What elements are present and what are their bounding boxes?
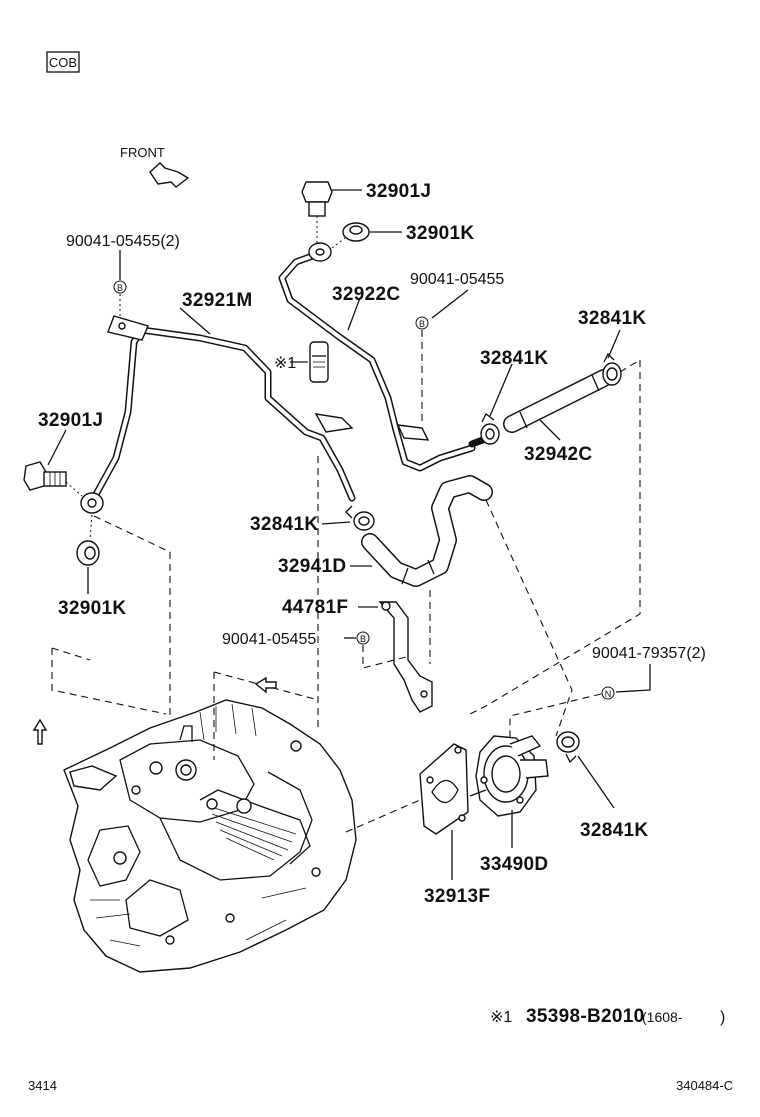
svg-text:B: B: [117, 283, 123, 293]
footer-right: 340484-C: [676, 1078, 733, 1093]
hose-32941D[interactable]: [361, 475, 493, 587]
clip-b-lower[interactable]: B: [356, 631, 370, 645]
callout-32901J-left: 32901J: [38, 410, 103, 431]
footnote-part: 35398-B2010: [526, 1006, 644, 1027]
callout-32901K-left: 32901K: [58, 598, 126, 619]
callout-33490D: 33490D: [480, 854, 548, 875]
clip-b-left[interactable]: B: [113, 280, 127, 294]
bracket-44781F[interactable]: [378, 601, 433, 713]
hose-clamp-d[interactable]: [556, 731, 580, 764]
footnote: ※1 35398-B2010 (1608- ): [490, 1006, 725, 1027]
hose-clamp-b[interactable]: [480, 413, 500, 445]
callout-32942C: 32942C: [524, 444, 592, 465]
union-bolt-left[interactable]: [23, 461, 67, 491]
svg-text:B: B: [360, 634, 366, 644]
oil-cooler-33490D[interactable]: [469, 735, 549, 817]
transaxle-assembly: [63, 699, 357, 973]
footnote-range: (1608-: [642, 1009, 683, 1025]
footnote-close: ): [720, 1009, 725, 1026]
vent-plug-mark1[interactable]: [309, 341, 329, 383]
up-arrow-icon: [32, 718, 48, 745]
callout-32922C: 32922C: [332, 284, 400, 305]
callout-32901J-top: 32901J: [366, 181, 431, 202]
gasket-top[interactable]: [342, 222, 370, 242]
tube-32921M[interactable]: [80, 315, 356, 514]
callout-44781F: 44781F: [282, 597, 348, 618]
callout-32841K-b: 32841K: [480, 348, 548, 369]
front-arrow-icon: [149, 162, 190, 188]
callout-90041-79357-2: 90041-79357(2): [592, 645, 706, 662]
callout-32841K-d: 32841K: [580, 820, 648, 841]
front-label: FRONT: [120, 145, 165, 160]
gasket-left[interactable]: [76, 540, 100, 566]
footer-left: 3414: [28, 1078, 57, 1093]
front-arrow: FRONT: [120, 145, 190, 188]
callout-32841K-c: 32841K: [250, 514, 318, 535]
callout-32841K-a: 32841K: [578, 308, 646, 329]
code-box: COB: [46, 51, 80, 73]
union-bolt-top[interactable]: [301, 181, 333, 250]
footnote-mark: ※1: [490, 1009, 512, 1026]
gasket-plate-32913F[interactable]: [419, 743, 469, 835]
clip-b-right[interactable]: B: [415, 316, 429, 330]
callout-32913F: 32913F: [424, 886, 490, 907]
hose-clamp-c[interactable]: [345, 505, 375, 531]
hose-clamp-a[interactable]: [602, 352, 622, 386]
callout-mark1: ※1: [274, 355, 296, 372]
clip-n[interactable]: N: [601, 686, 615, 700]
direction-arrow-icon: [254, 676, 277, 694]
tube-32922C[interactable]: [278, 242, 476, 472]
svg-text:N: N: [605, 689, 612, 699]
code-box-label: COB: [49, 55, 77, 70]
callout-90041-05455-2: 90041-05455(2): [66, 233, 180, 250]
svg-text:B: B: [419, 319, 425, 329]
callout-32901K-top: 32901K: [406, 223, 474, 244]
callout-32921M: 32921M: [182, 290, 252, 311]
callout-90041-05455-c: 90041-05455: [222, 631, 316, 648]
assembly-leaders: [51, 359, 641, 833]
callout-32941D: 32941D: [278, 556, 346, 577]
callout-90041-05455-b: 90041-05455: [410, 271, 504, 288]
